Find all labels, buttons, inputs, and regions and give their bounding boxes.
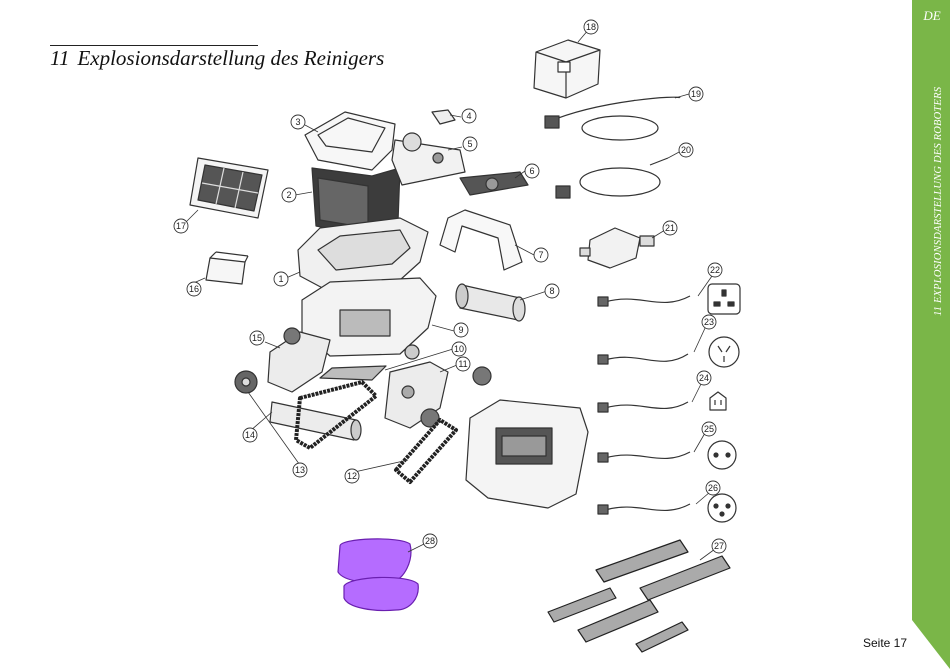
svg-text:18: 18 bbox=[586, 22, 596, 32]
svg-text:6: 6 bbox=[529, 166, 534, 176]
callout-14: 14 bbox=[243, 428, 257, 442]
part-roller bbox=[456, 284, 525, 321]
part-cable-19 bbox=[545, 97, 680, 140]
callout-28: 28 bbox=[423, 534, 437, 548]
part-connector bbox=[580, 228, 654, 268]
callout-8: 8 bbox=[545, 284, 559, 298]
part-power-cord-22 bbox=[598, 296, 690, 306]
svg-text:28: 28 bbox=[425, 536, 435, 546]
part-power-supply bbox=[534, 40, 600, 98]
svg-text:2: 2 bbox=[286, 190, 291, 200]
part-bottom-housing bbox=[466, 400, 588, 508]
callout-19: 19 bbox=[689, 87, 703, 101]
socket-uk bbox=[708, 284, 740, 314]
socket-au bbox=[709, 337, 739, 367]
part-plate bbox=[320, 366, 386, 380]
part-power-cord-23 bbox=[598, 354, 688, 364]
svg-text:27: 27 bbox=[714, 541, 724, 551]
part-track-right bbox=[396, 420, 456, 482]
svg-text:22: 22 bbox=[710, 265, 720, 275]
svg-text:10: 10 bbox=[454, 344, 464, 354]
page-number: Seite 17 bbox=[863, 636, 907, 650]
callout-15: 15 bbox=[250, 331, 264, 345]
socket-us bbox=[710, 392, 726, 410]
callout-11: 11 bbox=[456, 357, 470, 371]
part-side-panel-left bbox=[268, 328, 330, 392]
part-small-block bbox=[206, 252, 248, 284]
part-filter-bags bbox=[338, 539, 418, 611]
socket-eu bbox=[708, 441, 736, 469]
callout-22: 22 bbox=[708, 263, 722, 277]
part-power-cord-25 bbox=[598, 452, 690, 462]
callout-25: 25 bbox=[702, 422, 716, 436]
svg-text:20: 20 bbox=[681, 145, 691, 155]
svg-text:24: 24 bbox=[699, 373, 709, 383]
part-power-cord-26 bbox=[598, 504, 690, 514]
part-lid bbox=[305, 112, 395, 170]
callout-17: 17 bbox=[174, 219, 188, 233]
callout-21: 21 bbox=[663, 221, 677, 235]
part-motor-cover bbox=[392, 110, 465, 185]
svg-text:16: 16 bbox=[189, 284, 199, 294]
exploded-view-diagram: 1234567891011121314151617181920212223242… bbox=[0, 0, 912, 669]
part-drive-plate bbox=[460, 172, 528, 195]
svg-text:19: 19 bbox=[691, 89, 701, 99]
part-handle bbox=[440, 210, 522, 270]
callout-9: 9 bbox=[454, 323, 468, 337]
callout-18: 18 bbox=[584, 20, 598, 34]
socket-ch bbox=[708, 494, 736, 522]
part-power-cord-24 bbox=[598, 402, 688, 412]
callout-24: 24 bbox=[697, 371, 711, 385]
svg-text:14: 14 bbox=[245, 430, 255, 440]
part-filter-panel bbox=[190, 158, 268, 218]
callout-6: 6 bbox=[525, 164, 539, 178]
svg-text:26: 26 bbox=[708, 483, 718, 493]
callout-5: 5 bbox=[463, 137, 477, 151]
callout-2: 2 bbox=[282, 188, 296, 202]
callout-27: 27 bbox=[712, 539, 726, 553]
callout-26: 26 bbox=[706, 481, 720, 495]
callout-20: 20 bbox=[679, 143, 693, 157]
svg-text:12: 12 bbox=[347, 471, 357, 481]
svg-text:11: 11 bbox=[458, 359, 467, 369]
svg-text:5: 5 bbox=[467, 139, 472, 149]
svg-text:23: 23 bbox=[704, 317, 714, 327]
callout-4: 4 bbox=[462, 109, 476, 123]
leader-lines bbox=[186, 29, 715, 560]
svg-text:8: 8 bbox=[549, 286, 554, 296]
svg-text:17: 17 bbox=[176, 221, 186, 231]
language-label: DE bbox=[916, 8, 948, 24]
svg-text:9: 9 bbox=[458, 325, 463, 335]
callout-16: 16 bbox=[187, 282, 201, 296]
svg-text:7: 7 bbox=[538, 250, 543, 260]
callout-12: 12 bbox=[345, 469, 359, 483]
svg-text:3: 3 bbox=[295, 117, 300, 127]
sidebar-chapter-text: 11 EXPLOSIONSDARSTELLUNG DES ROBOTERS bbox=[929, 66, 945, 316]
svg-text:21: 21 bbox=[665, 223, 675, 233]
part-wheel-left bbox=[235, 371, 257, 393]
part-brush-strips bbox=[548, 540, 730, 652]
callout-1: 1 bbox=[274, 272, 288, 286]
svg-text:4: 4 bbox=[466, 111, 471, 121]
callout-23: 23 bbox=[702, 315, 716, 329]
callout-7: 7 bbox=[534, 248, 548, 262]
svg-text:15: 15 bbox=[252, 333, 262, 343]
callout-13: 13 bbox=[293, 463, 307, 477]
part-cable-20 bbox=[556, 158, 668, 198]
svg-text:1: 1 bbox=[278, 274, 283, 284]
callout-3: 3 bbox=[291, 115, 305, 129]
callout-10: 10 bbox=[452, 342, 466, 356]
svg-text:25: 25 bbox=[704, 424, 714, 434]
svg-text:13: 13 bbox=[295, 465, 305, 475]
